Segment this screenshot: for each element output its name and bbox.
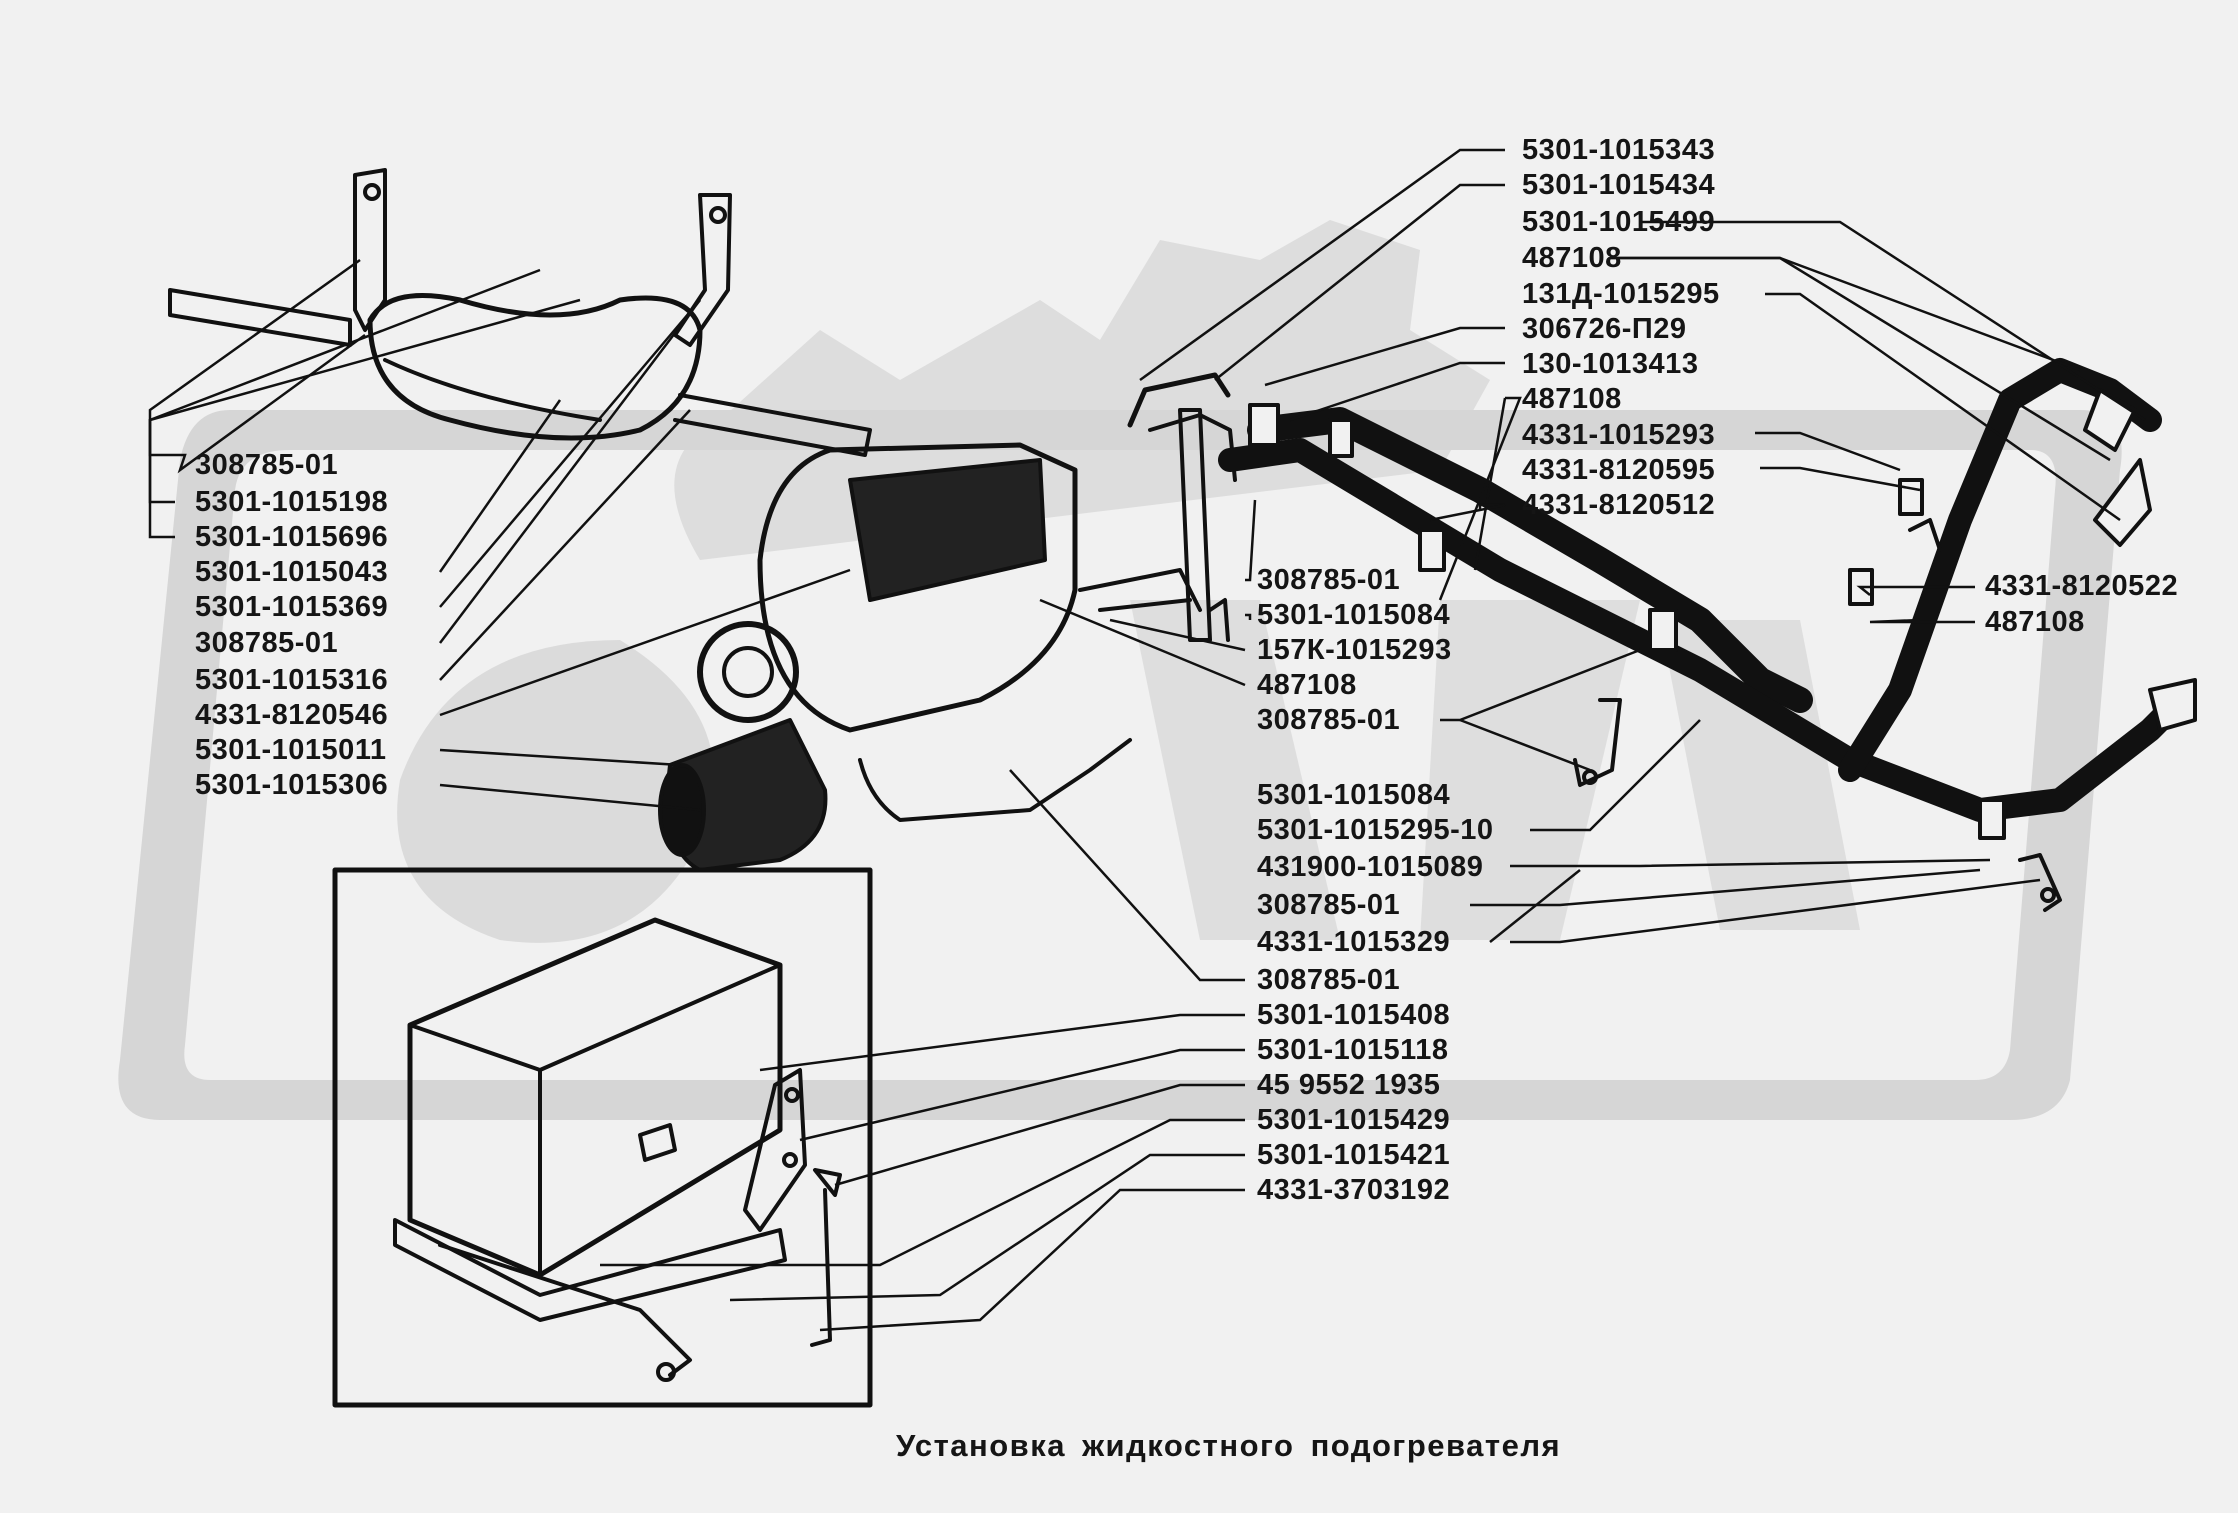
part-label: 308785-01 <box>1257 889 1401 921</box>
wing-bolt <box>810 1188 832 1347</box>
heater-bracket <box>1178 408 1212 642</box>
part-label: 5301-1015306 <box>195 769 389 801</box>
part-label: 5301-1015198 <box>195 486 389 518</box>
hose-bracket <box>2018 853 2062 912</box>
part-label: 157К-1015293 <box>1257 634 1452 666</box>
part-label: 4331-1015329 <box>1257 926 1451 958</box>
part-label: 5301-1015696 <box>195 521 389 553</box>
part-label: 4331-1015293 <box>1522 419 1716 451</box>
part-label: 487108 <box>1257 669 1357 701</box>
part-label: 5301-1015043 <box>195 556 389 588</box>
diagram-caption: Установка жидкостного подогревателя <box>896 1428 1562 1463</box>
part-label: 487108 <box>1985 606 2085 638</box>
part-label: 130-1013413 <box>1522 348 1699 380</box>
part-label: 4331-8120512 <box>1522 489 1716 521</box>
heater-burner <box>697 621 799 723</box>
part-label: 131Д-1015295 <box>1522 278 1720 310</box>
part-label: 487108 <box>1522 242 1622 274</box>
side-bracket <box>743 1068 807 1232</box>
muffler-bracket <box>673 193 732 347</box>
part-label: 5301-1015434 <box>1522 169 1716 201</box>
battery-tray <box>393 1218 787 1322</box>
hose-clamp <box>1248 403 1280 447</box>
part-label: 5301-1015499 <box>1522 206 1716 238</box>
pipe-fitting <box>2093 458 2152 547</box>
part-label: 5301-1015369 <box>195 591 389 623</box>
heater-body <box>757 442 1078 733</box>
hose-clamp <box>1328 418 1354 458</box>
watermark <box>118 220 2122 1120</box>
hose-clamp <box>1648 608 1678 652</box>
part-label: 5301-1015295-10 <box>1257 814 1494 846</box>
hose-clamp <box>1898 478 1924 516</box>
part-label: 5301-1015118 <box>1257 1034 1449 1066</box>
part-label: 45 9552 1935 <box>1257 1069 1441 1101</box>
part-label: 308785-01 <box>195 449 339 481</box>
part-label: 5301-1015316 <box>195 664 389 696</box>
part-label: 306726-П29 <box>1522 313 1687 345</box>
hose-clamp <box>1978 798 2006 840</box>
part-label: 5301-1015421 <box>1257 1139 1451 1171</box>
leader-lines <box>148 148 2146 1332</box>
muffler-bracket <box>353 168 387 332</box>
part-label: 308785-01 <box>195 627 339 659</box>
part-label: 5301-1015408 <box>1257 999 1451 1031</box>
part-label: 5301-1015343 <box>1522 134 1716 166</box>
part-label: 431900-1015089 <box>1257 851 1484 883</box>
hose-bracket <box>1573 698 1622 787</box>
battery-box <box>407 917 783 1278</box>
pipe-fitting <box>2148 678 2197 732</box>
part-label: 5301-1015011 <box>195 734 387 766</box>
part-label: 4331-8120546 <box>195 699 389 731</box>
part-label: 5301-1015429 <box>1257 1104 1451 1136</box>
exhaust-pipe <box>168 288 352 347</box>
part-label: 4331-8120595 <box>1522 454 1716 486</box>
hose-clamp <box>1418 528 1446 572</box>
part-label: 4331-8120522 <box>1985 570 2179 602</box>
part-label: 4331-3703192 <box>1257 1174 1451 1206</box>
part-label: 308785-01 <box>1257 964 1401 996</box>
part-label: 5301-1015084 <box>1257 599 1451 631</box>
heater-installation-drawing <box>168 168 2197 1408</box>
part-label: 487108 <box>1522 383 1622 415</box>
part-label: 308785-01 <box>1257 564 1401 596</box>
inset-frame <box>332 867 873 1408</box>
muffler <box>367 293 703 441</box>
part-label: 5301-1015084 <box>1257 779 1451 811</box>
part-label: 308785-01 <box>1257 704 1401 736</box>
